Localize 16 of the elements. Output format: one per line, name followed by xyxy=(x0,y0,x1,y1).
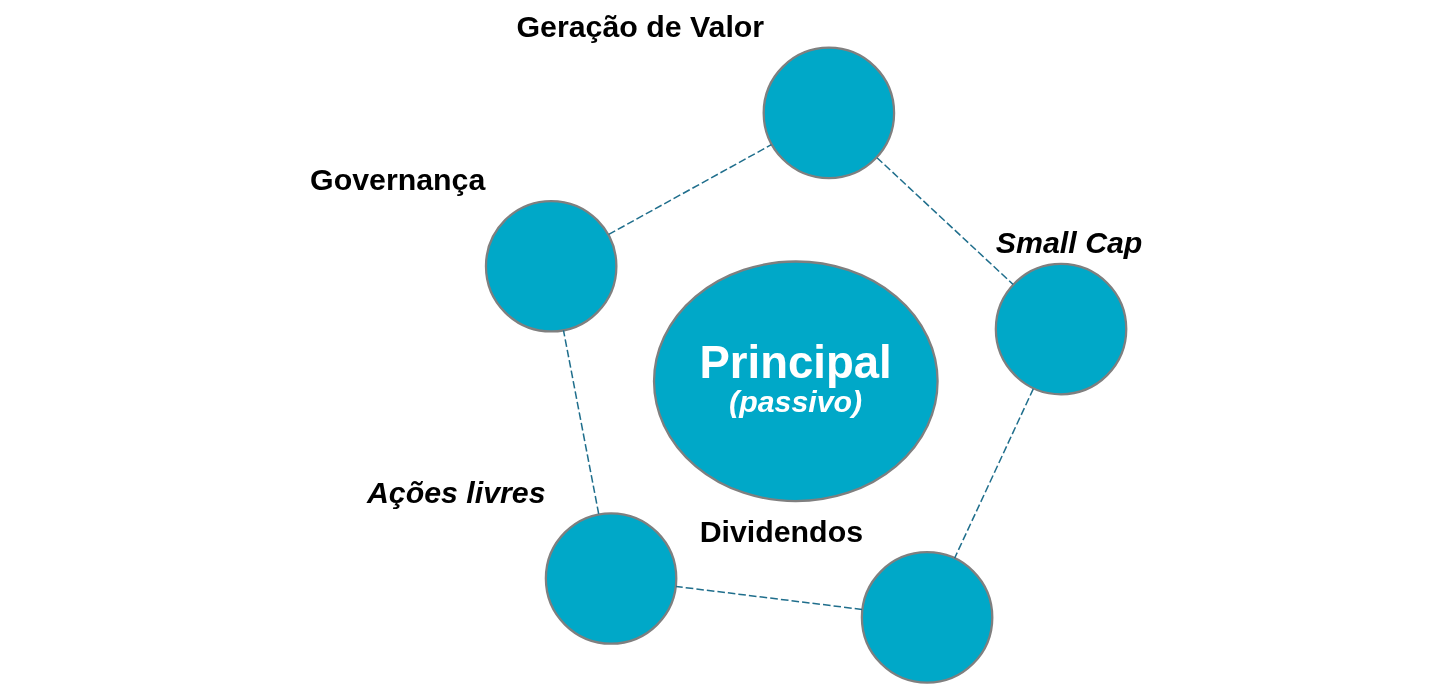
node-label: Dividendos xyxy=(699,514,863,548)
node-ellipse: Principal (passivo) xyxy=(652,260,939,503)
node-circle xyxy=(994,262,1127,396)
connector xyxy=(953,388,1034,559)
node-circle xyxy=(762,46,895,180)
connector xyxy=(562,329,599,515)
node-circle xyxy=(544,512,677,645)
node-label: Ações livres xyxy=(366,475,546,509)
connector xyxy=(607,143,772,236)
node-circle xyxy=(860,551,993,684)
node-label: Geração de Valor xyxy=(516,10,764,44)
connector xyxy=(875,156,1014,286)
node-circle xyxy=(484,199,617,333)
connector xyxy=(674,585,863,611)
node-label: Small Cap xyxy=(995,226,1142,260)
node-label: Governança xyxy=(309,163,485,197)
